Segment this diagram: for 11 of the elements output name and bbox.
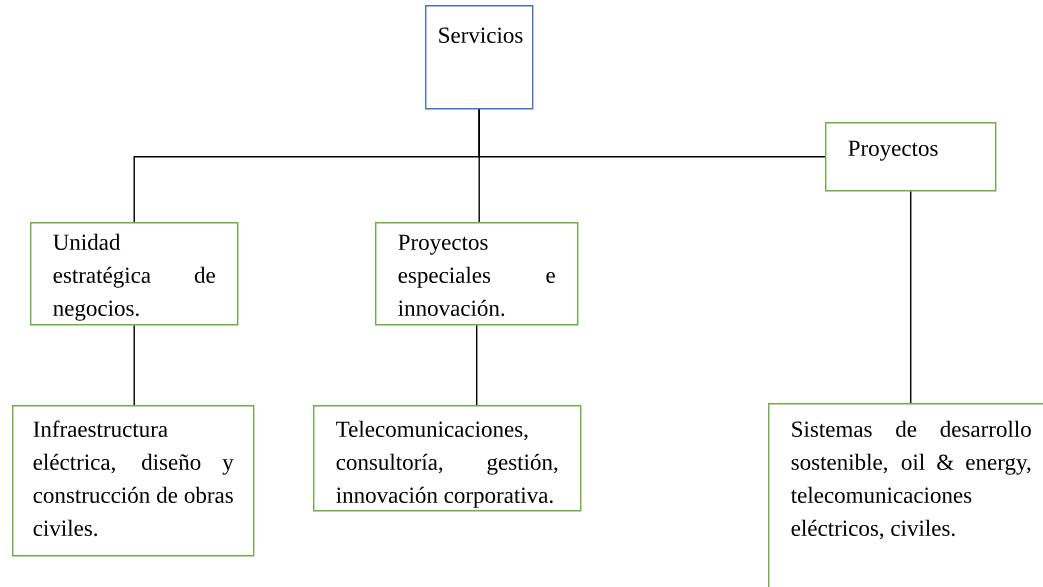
org-box: Servicios	[425, 5, 534, 110]
connector-line	[133, 324, 135, 406]
connector-line	[478, 108, 826, 158]
org-box: Unidad estratégica de negocios.	[30, 222, 239, 326]
org-box: Infraestructura eléctrica, diseño y construcción de obras civiles.	[12, 405, 255, 557]
org-box: Proyectos	[825, 122, 997, 192]
org-box: Telecomunicaciones, consultoría, gestión, innovación corporativa.	[313, 405, 582, 512]
connector-line	[476, 324, 478, 406]
connector-line	[910, 190, 912, 404]
org-box: Proyectos especiales e innovación.	[375, 222, 579, 326]
org-box: Sistemas de desarrollo sostenible, oil & energy, telecomunicaciones eléctricos, civiles.	[768, 403, 1043, 587]
